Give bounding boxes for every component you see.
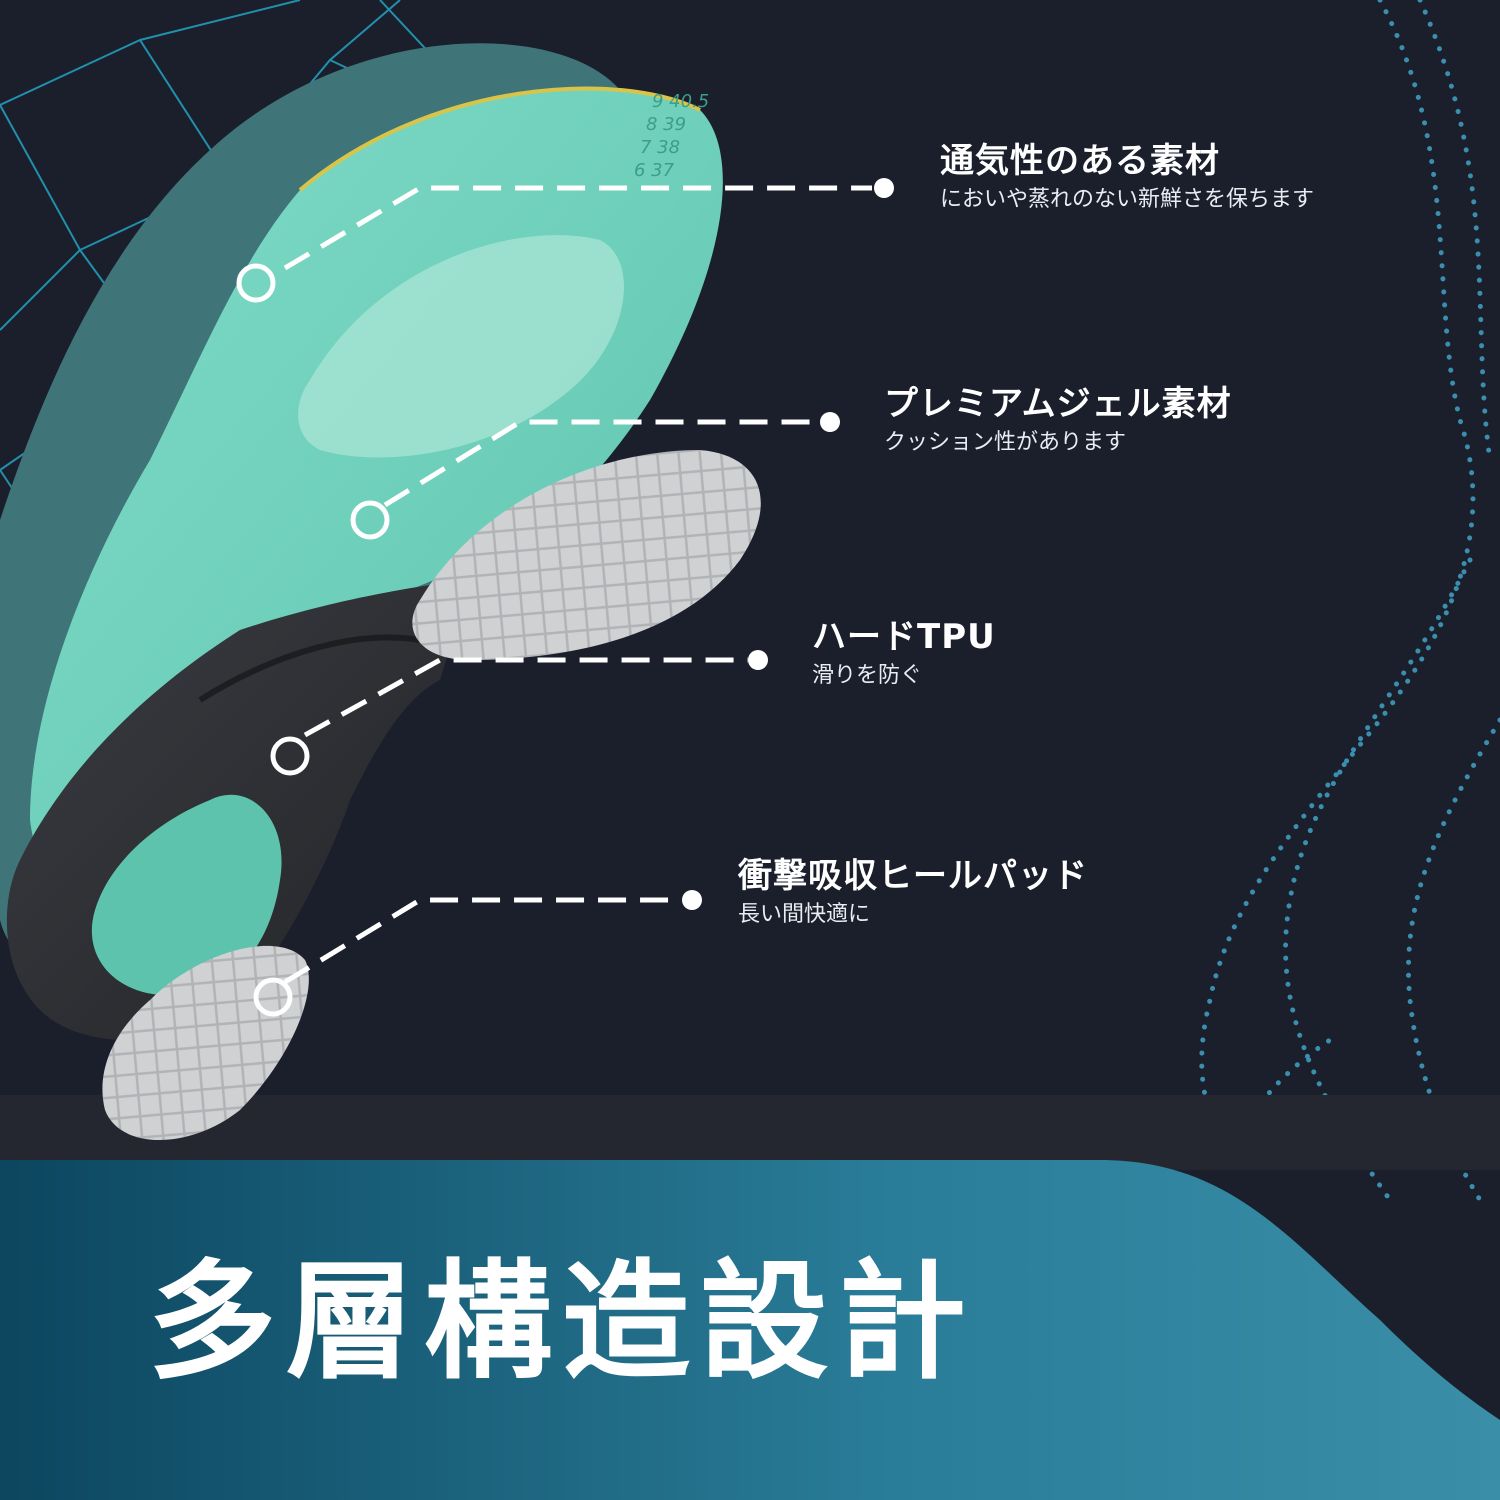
headline: 多層構造設計 <box>148 1248 977 1397</box>
size-marks: 9 40.5 8 39 7 38 6 37 <box>634 91 709 181</box>
layer-label-gel: プレミアムジェル素材 クッション性があります <box>884 382 1344 459</box>
layer-title: 通気性のある素材 <box>940 141 1220 181</box>
size-mark: 7 38 <box>640 137 680 158</box>
layer-title: プレミアムジェル素材 <box>884 384 1232 424</box>
layer-description: クッション性があります <box>884 430 1127 455</box>
callout-markers <box>236 178 894 1017</box>
gel-layer <box>298 235 624 458</box>
callout-ring <box>270 736 310 776</box>
callout-ring <box>236 263 276 303</box>
frame-opening <box>91 794 282 996</box>
layer-label-tpu: ハードTPU 滑りを防ぐ <box>812 615 1212 692</box>
forefoot-cushion-pad <box>412 450 761 660</box>
callout-dot <box>748 650 768 670</box>
ledge <box>0 1095 1500 1170</box>
dotted-wave-lines <box>1199 0 1500 1203</box>
yellow-edge <box>298 86 701 192</box>
layer-description: 長い間快適に <box>738 902 871 927</box>
layer-description: においや蒸れのない新鮮さを保ちます <box>940 187 1315 212</box>
callout-dot <box>874 178 894 198</box>
callout-ring <box>350 500 390 540</box>
callout-lines <box>283 185 872 985</box>
layer-description: 滑りを防ぐ <box>812 663 923 688</box>
callout-dot <box>820 412 840 432</box>
size-mark: 9 40.5 <box>652 91 709 112</box>
size-mark: 6 37 <box>634 160 675 181</box>
layer-label-heel: 衝撃吸収ヒールパッド 長い間快適に <box>738 854 1198 931</box>
layer-title: ハードTPU <box>812 617 996 657</box>
callout-ring <box>253 977 293 1017</box>
size-mark: 8 39 <box>646 114 686 135</box>
headline-band <box>0 1160 1500 1500</box>
callout-dot <box>682 890 702 910</box>
layer-label-breathable: 通気性のある素材 においや蒸れのない新鮮さを保ちます <box>940 139 1340 216</box>
layer-title: 衝撃吸収ヒールパッド <box>738 856 1088 896</box>
